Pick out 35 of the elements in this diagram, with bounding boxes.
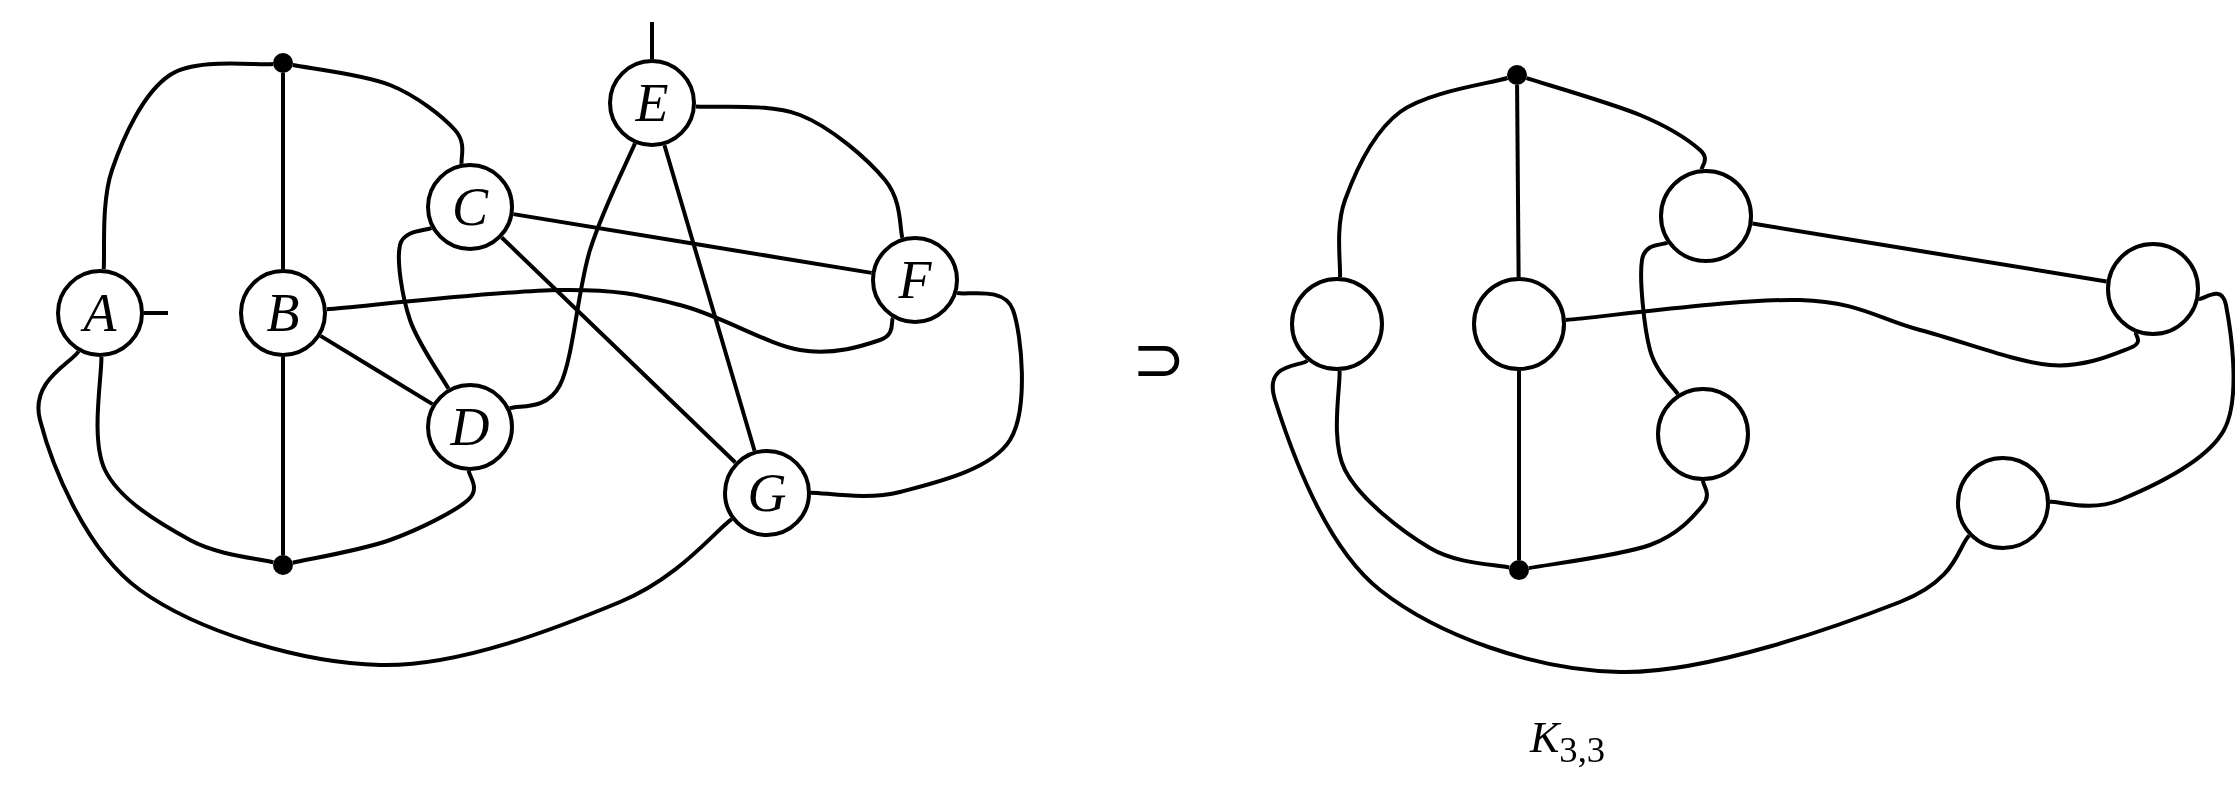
graph-edge bbox=[1334, 370, 1510, 570]
graph-edge bbox=[326, 287, 895, 354]
vertex-label: F bbox=[898, 253, 932, 307]
graph-edge bbox=[695, 104, 905, 239]
graph-edge bbox=[509, 142, 637, 411]
graph-edge bbox=[36, 350, 733, 667]
graph-edge bbox=[319, 334, 434, 406]
graph-name: K$_{3,3}$ bbox=[1530, 712, 1606, 771]
graph-edge bbox=[281, 73, 285, 269]
vertex-label: E bbox=[635, 76, 669, 130]
graph-edge bbox=[1515, 85, 1521, 277]
graph-edge bbox=[1528, 480, 1709, 571]
graph-edge bbox=[281, 357, 285, 555]
vertex-dot bbox=[1507, 65, 1527, 85]
graph-edge bbox=[1270, 358, 1971, 674]
graph-edge bbox=[1517, 371, 1521, 560]
edge-stub bbox=[650, 22, 654, 59]
graph-edge bbox=[95, 356, 274, 565]
vertex-dot bbox=[273, 53, 293, 73]
graph-edge bbox=[500, 236, 737, 464]
subset-symbol: ⊃ bbox=[1132, 323, 1186, 397]
graph-edge bbox=[101, 61, 274, 270]
vertex-label: D bbox=[450, 400, 490, 454]
graph-edge bbox=[1752, 221, 2107, 284]
graph-edge bbox=[1337, 76, 1508, 278]
graph-edge bbox=[810, 290, 1024, 498]
graph-edge bbox=[292, 63, 465, 164]
vertex-dot bbox=[273, 555, 293, 575]
vertex-label: G bbox=[747, 466, 787, 520]
vertex-dot bbox=[1509, 560, 1529, 580]
graph-edge bbox=[662, 144, 757, 452]
vertex-label: B bbox=[266, 286, 300, 340]
vertex-label: C bbox=[452, 180, 488, 234]
edge-stub bbox=[144, 311, 168, 315]
graph-edge bbox=[513, 212, 872, 275]
